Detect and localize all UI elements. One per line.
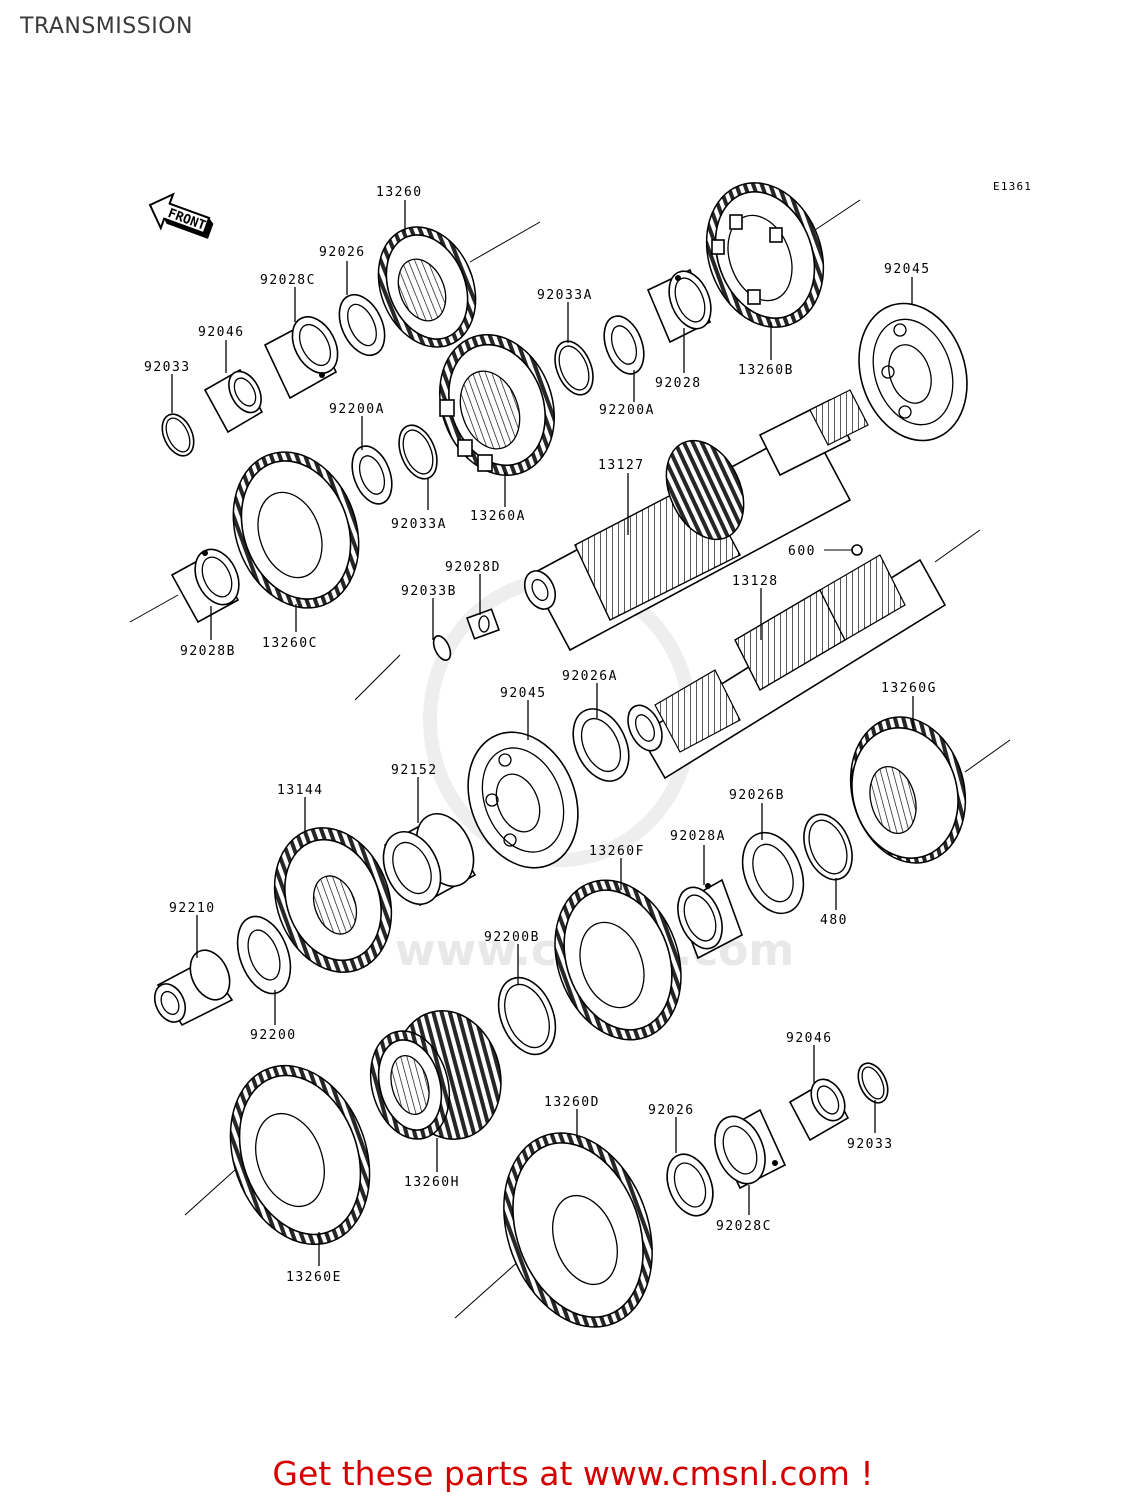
gear-13260F — [554, 879, 682, 1041]
label-13260D: 13260D — [544, 1095, 600, 1110]
part-labels: 13260 92026 92028C 92046 92033 92200A 92… — [144, 185, 937, 1285]
toothed-washer-92200A-right — [603, 315, 645, 375]
collar-92028C-upper — [263, 316, 339, 400]
gear-13260G — [849, 716, 967, 864]
sprocket-13144 — [273, 827, 393, 973]
axis-lines — [129, 199, 1011, 1319]
page-title: TRANSMISSION — [20, 14, 193, 39]
needle-bearing-92028B — [170, 548, 240, 624]
label-13260A: 13260A — [470, 509, 526, 524]
nut-92210 — [153, 949, 234, 1027]
toothed-washer-92200A-left — [351, 445, 393, 505]
gear-13260C — [232, 451, 360, 609]
label-92200A-left: 92200A — [329, 402, 385, 417]
diagram-ref-code: E1361 — [993, 180, 1032, 193]
ball-bearing-92045-mid — [467, 731, 579, 869]
gear-13260B — [705, 182, 825, 328]
ball-bearing-92045-upper — [858, 302, 968, 442]
label-92033A-left: 92033A — [391, 517, 447, 532]
label-13260C: 13260C — [262, 636, 318, 651]
footer-link[interactable]: Get these parts at www.cmsnl.com ! — [272, 1454, 874, 1493]
washer-92200B — [497, 976, 557, 1056]
collar-92028D — [465, 608, 501, 640]
shaft-13127 — [523, 389, 869, 652]
gear-13260H — [369, 1010, 502, 1140]
shaft-13128 — [627, 554, 947, 780]
needle-bearing-92046-upper — [203, 368, 264, 434]
needle-bearing-92046-lower — [788, 1078, 850, 1142]
label-92033-lower: 92033 — [847, 1137, 894, 1152]
circlip-92033A-right — [554, 340, 594, 396]
label-13260B: 13260B — [738, 363, 794, 378]
label-92045-upper: 92045 — [884, 262, 931, 277]
circlip-480 — [803, 813, 853, 881]
label-480: 480 — [820, 913, 848, 928]
label-92028B: 92028B — [180, 644, 236, 659]
bushing-92028A — [677, 878, 743, 960]
label-92026-lower: 92026 — [648, 1103, 695, 1118]
label-13260E: 13260E — [286, 1270, 342, 1285]
label-92026B: 92026B — [729, 788, 785, 803]
bushing-92028-upper — [646, 268, 712, 344]
label-92028-upper: 92028 — [655, 376, 702, 391]
label-92045-mid: 92045 — [500, 686, 547, 701]
label-13128: 13128 — [732, 574, 779, 589]
label-92026A: 92026A — [562, 669, 618, 684]
washer-92026-upper — [338, 293, 386, 357]
label-13260F: 13260F — [589, 844, 645, 859]
label-92028C-lower: 92028C — [716, 1219, 772, 1234]
label-600: 600 — [788, 544, 816, 559]
label-92200A-right: 92200A — [599, 403, 655, 418]
leader-lines — [171, 200, 914, 1266]
circlip-92033-lower — [857, 1062, 889, 1104]
label-92028C-upper: 92028C — [260, 273, 316, 288]
front-arrow-icon: FRONT — [148, 192, 214, 239]
gear-13260 — [377, 226, 477, 348]
label-92033B: 92033B — [401, 584, 457, 599]
label-92028D: 92028D — [445, 560, 501, 575]
label-92046-lower: 92046 — [786, 1031, 833, 1046]
ball-600 — [824, 544, 863, 556]
label-13260: 13260 — [376, 185, 423, 200]
washer-92026-lower — [666, 1153, 714, 1217]
label-13127: 13127 — [598, 458, 645, 473]
label-13260G: 13260G — [881, 681, 937, 696]
gear-13260A — [439, 334, 555, 476]
gear-13260E — [229, 1064, 371, 1246]
washer-92026A — [572, 708, 630, 782]
collar-92028C-lower — [713, 1108, 787, 1190]
gear-13260D — [503, 1132, 653, 1328]
label-92200: 92200 — [250, 1028, 297, 1043]
label-92152: 92152 — [391, 763, 438, 778]
label-92046-upper: 92046 — [198, 325, 245, 340]
label-92210: 92210 — [169, 901, 216, 916]
label-13260H: 13260H — [404, 1175, 460, 1190]
circlip-92033-upper — [161, 413, 195, 457]
label-92026-upper: 92026 — [319, 245, 366, 260]
label-92033-upper: 92033 — [144, 360, 191, 375]
toothed-washer-92200 — [236, 915, 292, 995]
spacer-92152 — [382, 813, 477, 907]
toothed-washer-92026B — [741, 831, 805, 915]
label-13144: 13144 — [277, 783, 324, 798]
circlip-92033A-left — [398, 424, 438, 480]
label-92200B: 92200B — [484, 930, 540, 945]
label-92028A: 92028A — [670, 829, 726, 844]
label-92033A-right: 92033A — [537, 288, 593, 303]
circlip-92033B — [432, 635, 452, 661]
